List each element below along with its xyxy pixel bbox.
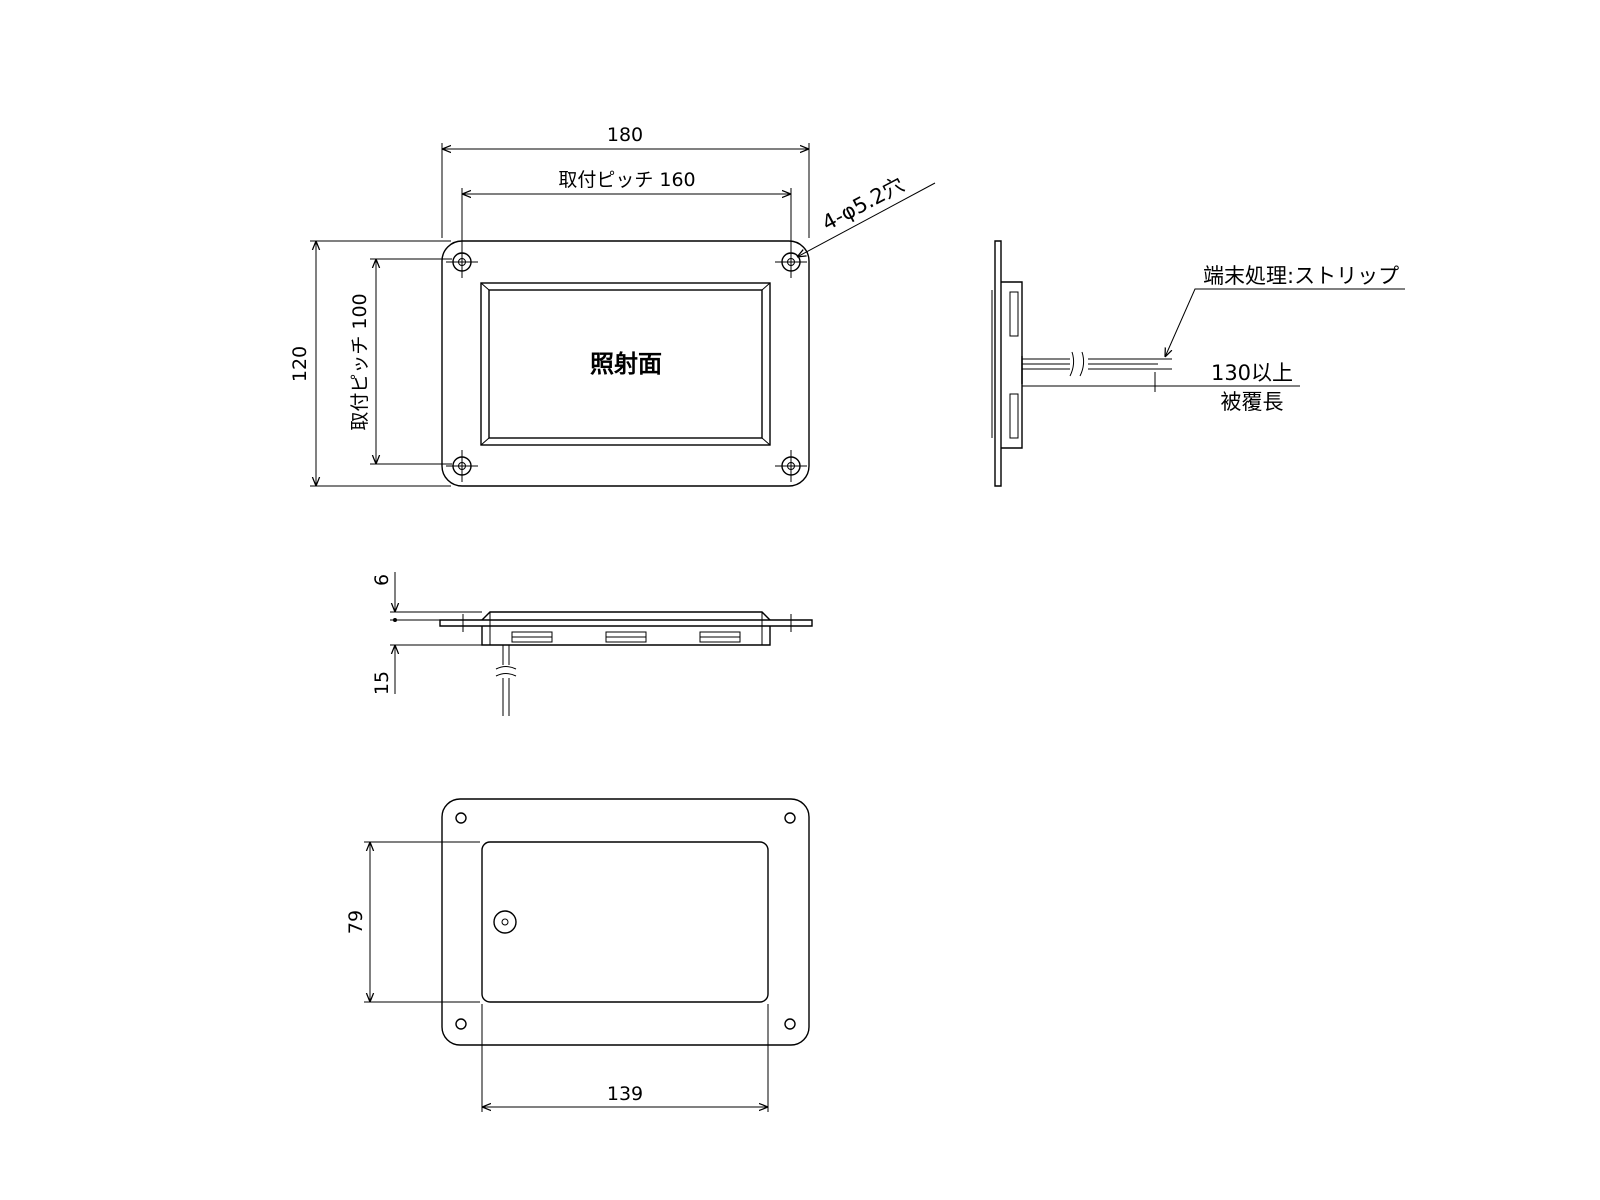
front-face-outer <box>480 282 771 446</box>
rear-hole-tl <box>455 812 467 824</box>
rear-flange-outline <box>441 798 810 1046</box>
dim-width-180: 180 <box>607 124 643 146</box>
dim-79: 79 <box>345 910 367 934</box>
section-slot-2 <box>605 631 647 643</box>
dim-15: 15 <box>371 671 393 695</box>
length-note: 130以上 <box>1211 361 1293 385</box>
section-cable <box>495 645 517 716</box>
dim-139: 139 <box>607 1083 643 1105</box>
section-body <box>481 626 771 646</box>
mounting-hole-tr <box>775 246 807 278</box>
rear-panel <box>481 841 769 1003</box>
section-slot-1 <box>511 631 553 643</box>
section-view: 6 15 <box>371 572 813 716</box>
section-slot-3 <box>699 631 741 643</box>
face-label: 照射面 <box>590 350 662 378</box>
rear-hole-br <box>784 1018 796 1030</box>
hole-note: 4-φ5.2穴 <box>818 172 908 235</box>
side-flange <box>994 240 1002 487</box>
side-body <box>1001 281 1023 449</box>
dim-6: 6 <box>371 574 393 586</box>
side-cable <box>1022 351 1172 377</box>
length-note-2: 被覆長 <box>1221 390 1284 414</box>
front-flange-outline <box>441 240 810 487</box>
terminal-note: 端末処理:ストリップ <box>1203 264 1399 288</box>
front-face-inner <box>488 289 763 439</box>
rear-cable-exit <box>493 910 517 934</box>
dim-height-120: 120 <box>289 346 311 382</box>
rear-view: 79 139 <box>345 798 810 1112</box>
mounting-hole-br <box>775 450 807 482</box>
mounting-hole-tl <box>446 246 478 278</box>
front-view: 照射面 180 取付ピッチ 160 120 取付ピッチ 100 4-φ5.2穴 <box>289 124 936 487</box>
side-view: 端末処理:ストリップ 130以上 被覆長 <box>991 240 1405 487</box>
section-body-top <box>481 611 771 621</box>
rear-hole-bl <box>455 1018 467 1030</box>
dim-pitch-160: 取付ピッチ 160 <box>558 169 695 191</box>
mounting-hole-bl <box>446 450 478 482</box>
dim-pitch-100: 取付ピッチ 100 <box>349 293 371 430</box>
rear-hole-tr <box>784 812 796 824</box>
section-flange <box>439 619 813 627</box>
